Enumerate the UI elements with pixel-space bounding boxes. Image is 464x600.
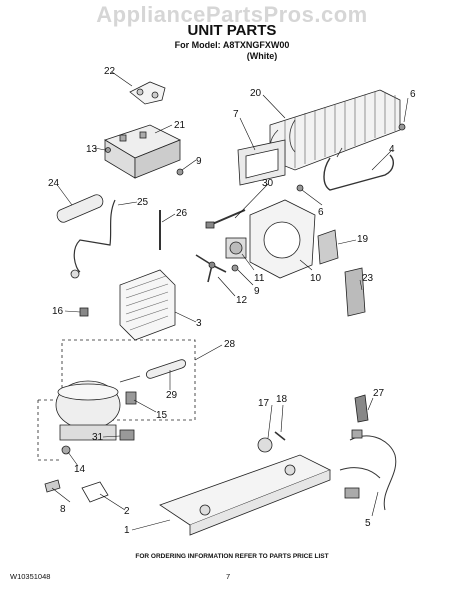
callout-23: 23	[362, 273, 374, 284]
callout-28: 28	[224, 339, 236, 350]
callout-26: 26	[176, 208, 188, 219]
part-29-capacitor	[119, 359, 186, 383]
callout-2: 2	[124, 506, 130, 517]
ordering-note: FOR ORDERING INFORMATION REFER TO PARTS …	[135, 553, 329, 560]
part-6-screw-a	[398, 123, 406, 131]
document-number: W10351048	[10, 572, 51, 581]
part-19-block	[317, 229, 339, 265]
part-7-drain-pan	[237, 139, 286, 186]
callout-9-lower: 9	[254, 286, 260, 297]
callout-31: 31	[92, 432, 104, 443]
callout-5: 5	[365, 518, 371, 529]
part-20-condenser	[269, 89, 401, 171]
part-16-clip	[79, 307, 89, 317]
callout-14: 14	[74, 464, 86, 475]
part-22-bracket	[129, 81, 166, 105]
part-10-fan-shroud	[249, 199, 316, 279]
part-24-insulation	[56, 194, 104, 223]
part-30-thermistor	[205, 209, 246, 229]
callout-27: 27	[373, 388, 385, 399]
callout-18: 18	[276, 394, 288, 405]
part-25-drain-hose	[70, 199, 116, 279]
callout-9-upper: 9	[196, 156, 202, 167]
part-5-wire-harness	[339, 429, 397, 511]
callout-19: 19	[357, 234, 369, 245]
callout-13: 13	[86, 144, 98, 155]
callout-29: 29	[166, 390, 178, 401]
callout-16: 16	[52, 306, 64, 317]
model-line: For Model: A8TXNGFXW00	[174, 40, 290, 50]
callout-17: 17	[258, 398, 270, 409]
part-4-tube	[323, 147, 394, 191]
callout-15: 15	[156, 410, 168, 421]
color-line: (White)	[246, 51, 278, 61]
watermark: AppliancePartsPros.com	[96, 2, 368, 27]
callout-21: 21	[174, 120, 186, 131]
part-2-gasket	[81, 481, 109, 503]
callout-4: 4	[389, 144, 395, 155]
callout-25: 25	[137, 197, 149, 208]
part-13-screw	[105, 147, 111, 153]
callout-6-lower: 6	[318, 207, 324, 218]
callout-10: 10	[310, 273, 322, 284]
callout-22: 22	[104, 66, 116, 77]
part-31-overload	[119, 429, 135, 441]
part-11-fan-motor	[225, 237, 247, 259]
part-12-fan-blade	[195, 254, 227, 283]
part-21-control-box	[104, 124, 181, 179]
callout-1: 1	[124, 525, 130, 536]
part-8-clip	[44, 479, 61, 493]
page-title: UNIT PARTS	[187, 22, 277, 39]
part-3-evaporator	[119, 269, 176, 341]
callout-24: 24	[48, 178, 60, 189]
callout-7: 7	[233, 109, 239, 120]
callout-6-upper: 6	[410, 89, 416, 100]
callout-12: 12	[236, 295, 248, 306]
part-9-screw-b	[231, 264, 239, 272]
part-17-roller	[257, 437, 273, 453]
part-18-screw	[274, 431, 286, 441]
callout-8: 8	[60, 504, 66, 515]
callout-11: 11	[254, 273, 265, 284]
model-info: For Model: A8TXNGFXW00 (White)	[0, 40, 464, 62]
callout-20: 20	[250, 88, 262, 99]
page-number: 7	[226, 572, 231, 581]
part-14-compressor	[55, 380, 121, 455]
part-1-base-plate	[159, 454, 331, 536]
callout-3: 3	[196, 318, 202, 329]
callout-30: 30	[262, 178, 274, 189]
part-15-relay	[125, 391, 137, 405]
part-9-screw-a	[176, 168, 184, 176]
part-6-screw-b	[296, 184, 304, 192]
part-27-bracket	[354, 394, 369, 423]
